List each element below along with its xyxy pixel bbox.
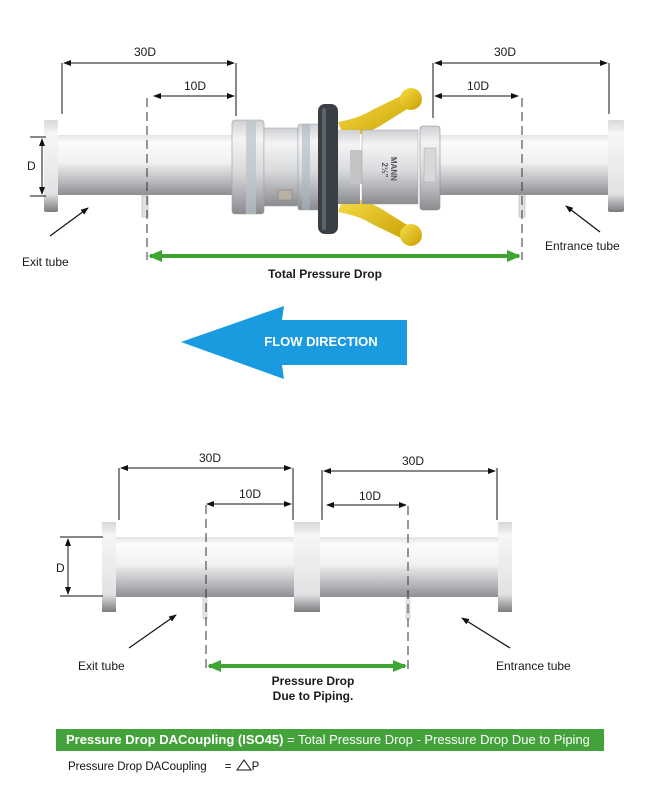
top-exit-tube-flange xyxy=(44,120,58,212)
top-exit-tube-pipe xyxy=(56,135,236,195)
flow-direction-label: FLOW DIRECTION xyxy=(264,334,377,349)
top-right-10d-label: 10D xyxy=(467,79,489,93)
bottom-coupling-flange xyxy=(294,522,320,612)
bottom-exit-tube-flange xyxy=(102,522,116,612)
top-entrance-tube-flange xyxy=(608,120,624,212)
bottom-diameter-label: D xyxy=(56,561,65,575)
top-dimensions xyxy=(30,60,610,260)
top-left-10d-label: 10D xyxy=(184,79,206,93)
bottom-exit-pressure-tap xyxy=(202,596,208,620)
total-pressure-drop-label: Total Pressure Drop xyxy=(268,267,382,281)
bottom-entrance-tube-flange xyxy=(498,522,512,612)
bottom-exit-tube-pipe xyxy=(114,537,296,597)
coupling: MANN 2½" xyxy=(231,88,441,246)
seal-ring xyxy=(318,104,338,234)
top-exit-pressure-tap xyxy=(141,194,149,218)
coupling-marking: MANN 2½" xyxy=(380,157,398,183)
definition-symbol: P xyxy=(251,761,260,773)
bottom-right-10d-label: 10D xyxy=(359,489,381,503)
bottom-exit-tube-label: Exit tube xyxy=(78,659,125,673)
definition-equals: = xyxy=(224,761,232,773)
equation-rhs: = Total Pressure Drop - Pressure Drop Du… xyxy=(283,732,590,747)
delta-triangle-icon xyxy=(235,759,252,771)
flow-direction-arrow xyxy=(181,306,407,379)
top-right-30d-label: 30D xyxy=(494,45,516,59)
bottom-entrance-tube-pipe xyxy=(320,537,500,597)
bottom-assembly xyxy=(102,522,512,620)
equation-banner: Pressure Drop DACoupling (ISO45) = Total… xyxy=(56,729,604,751)
top-diameter-label: D xyxy=(27,159,36,173)
top-exit-tube-label: Exit tube xyxy=(22,255,69,269)
definition-term: Pressure Drop DACoupling xyxy=(68,761,207,773)
bottom-dimensions xyxy=(60,465,511,670)
bottom-right-30d-label: 30D xyxy=(402,454,424,468)
bottom-entrance-tube-label: Entrance tube xyxy=(496,659,571,673)
top-entrance-tube-label: Entrance tube xyxy=(545,239,620,253)
equation-lhs: Pressure Drop DACoupling (ISO45) xyxy=(66,732,284,747)
top-assembly: MANN 2½" xyxy=(44,88,624,246)
top-left-30d-label: 30D xyxy=(134,45,156,59)
bottom-left-10d-label: 10D xyxy=(239,487,261,501)
delta-p-definition: Pressure Drop DACoupling = P xyxy=(68,759,259,773)
bottom-left-30d-label: 30D xyxy=(199,451,221,465)
piping-pressure-drop-label-line1: Pressure Drop xyxy=(272,674,355,688)
top-entrance-tube-pipe xyxy=(438,135,610,195)
piping-pressure-drop-label-line2: Due to Piping. xyxy=(273,689,354,703)
